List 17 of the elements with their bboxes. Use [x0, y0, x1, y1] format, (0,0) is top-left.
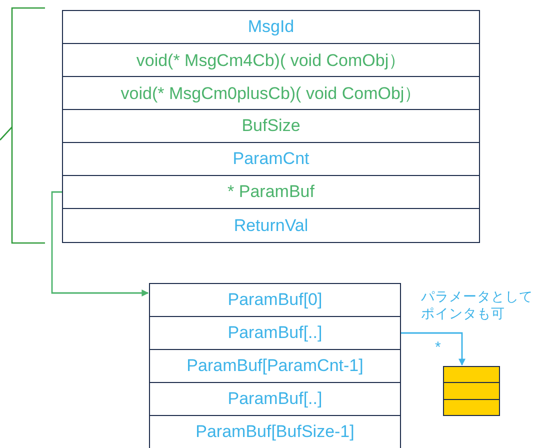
table-row: ParamBuf[..]	[149, 316, 401, 350]
table-row: ParamBuf[..]	[149, 382, 401, 416]
note-text: パラメータとしてポインタも可	[421, 288, 534, 322]
table-row: ReturnVal	[62, 208, 480, 243]
table-row: * ParamBuf	[62, 175, 480, 209]
table-row: BufSize	[62, 109, 480, 143]
stacked-buffer	[443, 366, 500, 416]
table-row: void(* MsgCm0plusCb)( void ComObj）	[62, 76, 480, 110]
table-row: ParamBuf[0]	[149, 283, 401, 317]
arrow	[51, 191, 149, 296]
table-row: ParamCnt	[62, 142, 480, 176]
edge-label: *	[435, 340, 441, 355]
table-row: MsgId	[62, 10, 480, 44]
table-row: ParamBuf[BufSize-1]	[149, 415, 401, 448]
arrow	[401, 332, 466, 366]
table-row: ParamBuf[ParamCnt-1]	[149, 349, 401, 383]
table-row: void(* MsgCm4Cb)( void ComObj）	[62, 43, 480, 77]
